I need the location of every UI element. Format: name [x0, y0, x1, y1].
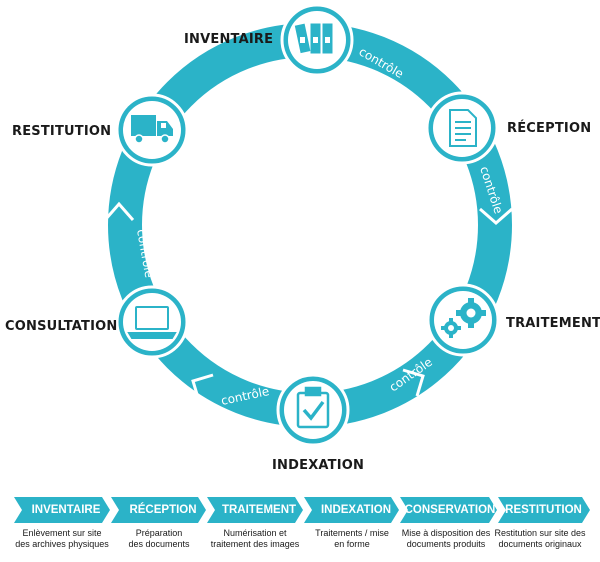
node-restitution	[115, 93, 189, 167]
binders-icon	[294, 23, 333, 54]
truck-icon	[131, 115, 173, 144]
node-traitement	[426, 283, 500, 357]
node-inventaire	[280, 3, 354, 77]
step-label-consultation: CONSULTATION	[5, 319, 118, 334]
process-step-description: Numérisation et traitement des images	[210, 528, 300, 549]
step-label-restitution: RESTITUTION	[12, 124, 112, 139]
gears-icon	[441, 298, 486, 338]
process-step-description: Restitution sur site des documents origi…	[494, 528, 586, 549]
process-step-description: Enlèvement sur site des archives physiqu…	[15, 528, 109, 549]
laptop-icon	[127, 306, 177, 339]
process-step-description: Traitements / mise en forme	[315, 528, 389, 549]
document-icon	[449, 109, 477, 147]
process-step-label: INVENTAIRE	[31, 504, 101, 516]
process-step-label: RÉCEPTION	[129, 504, 197, 516]
ring-notches	[103, 201, 513, 402]
process-step-label: INDEXATION	[320, 504, 392, 516]
step-label-indexation: INDEXATION	[272, 458, 365, 473]
process-chevron-3	[207, 497, 303, 523]
process-step-label: CONSERVATION	[404, 504, 496, 516]
step-label-traitement: TRAITEMENT	[506, 316, 600, 331]
process-chevron-6	[498, 497, 590, 523]
process-chevron-1	[14, 497, 110, 523]
process-chevron-4	[304, 497, 399, 523]
process-step-label: TRAITEMENT	[221, 504, 297, 516]
process-bar	[14, 497, 590, 523]
process-chevron-2	[111, 497, 206, 523]
step-label-inventaire: INVENTAIRE	[184, 32, 274, 47]
process-step-label: RESTITUTION	[505, 504, 582, 516]
process-step-description: Préparation des documents	[128, 528, 190, 549]
step-label-reception: RÉCEPTION	[507, 121, 592, 136]
node-indexation	[276, 373, 350, 447]
node-reception	[425, 91, 499, 165]
cycle-ring	[108, 23, 512, 427]
node-consultation	[115, 285, 189, 359]
process-step-description: Mise à disposition des documents produit…	[401, 528, 491, 549]
clipboard-check-icon	[296, 386, 330, 429]
process-chevron-5	[400, 497, 497, 523]
